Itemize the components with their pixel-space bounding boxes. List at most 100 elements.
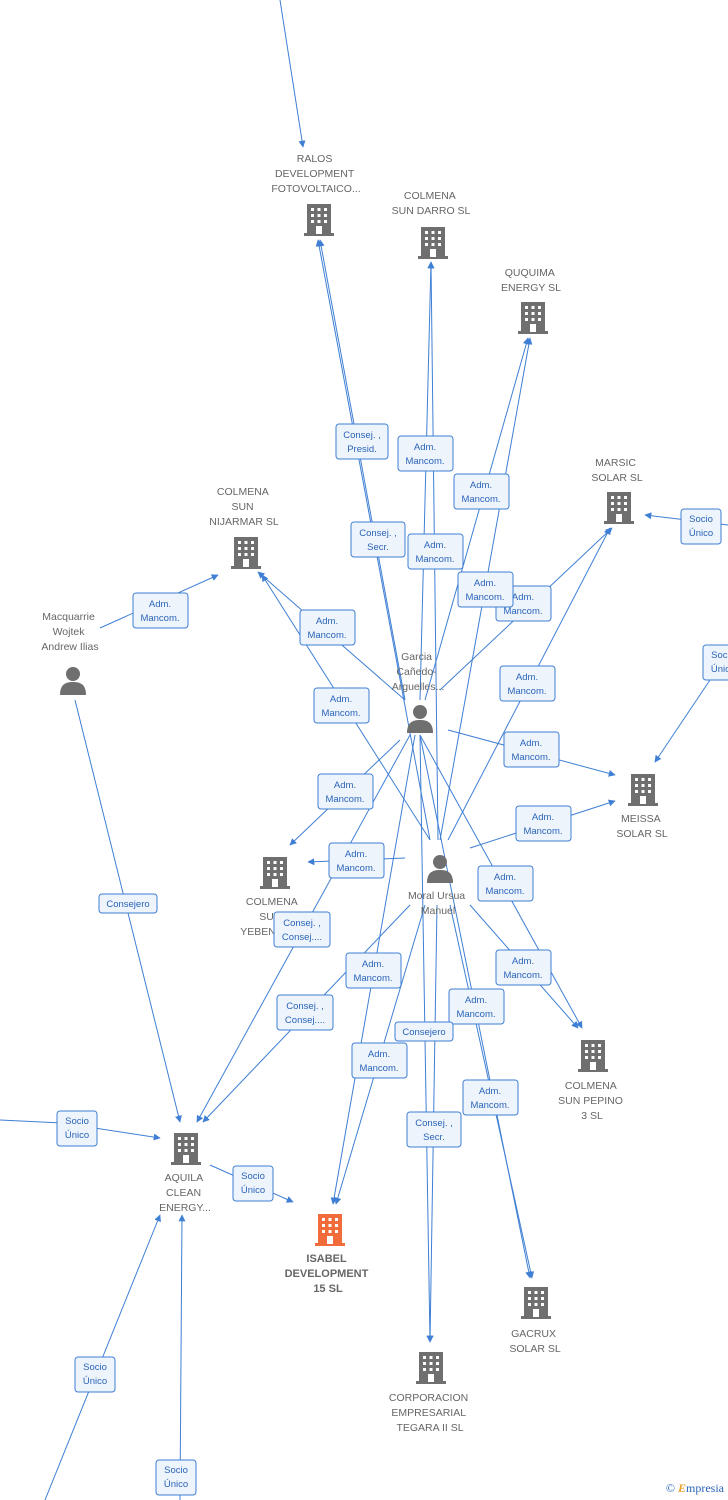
node-label-gacrux[interactable]: GACRUX SOLAR SL: [509, 1328, 561, 1355]
edge-label-adm-mancom[interactable]: Adm.Mancom.: [345, 952, 402, 989]
building-icon[interactable]: [604, 492, 634, 524]
node-label-marsic[interactable]: MARSIC SOLAR SL: [591, 457, 643, 484]
edge-label-consej-secr[interactable]: Consej. ,Secr.: [406, 1111, 462, 1148]
node-label-ququima[interactable]: QUQUIMA ENERGY SL: [501, 267, 561, 294]
svg-text:Adm.Mancom.: Adm.Mancom.: [485, 872, 524, 897]
svg-text:Adm.Mancom.: Adm.Mancom.: [523, 812, 562, 837]
building-icon[interactable]: [521, 1287, 551, 1319]
edge-label-adm-mancom[interactable]: Adm.Mancom.: [299, 609, 356, 646]
node-label-colmena-yeben[interactable]: COLMENA SU YEBEN: [240, 896, 300, 938]
edge-label-adm-mancom[interactable]: Adm.Mancom.: [328, 842, 385, 879]
edge-label-adm-mancom[interactable]: Adm.Mancom.: [495, 949, 552, 986]
edge-label-adm-mancom[interactable]: Adm.Mancom.: [351, 1042, 408, 1079]
edge-label-adm-mancom[interactable]: Adm.Mancom.: [407, 533, 464, 570]
edge-label-adm-mancom[interactable]: Adm.Mancom.: [503, 731, 560, 768]
edge-label-adm-mancom[interactable]: Adm.Mancom.: [477, 865, 534, 902]
brand-logo-initial: E: [677, 1481, 686, 1495]
svg-text:Adm.Mancom.: Adm.Mancom.: [307, 616, 346, 641]
edge-line: [419, 261, 435, 701]
building-icon[interactable]: [304, 204, 334, 236]
building-icon[interactable]: [578, 1040, 608, 1072]
edge-line: [654, 679, 711, 763]
node-label-moral[interactable]: Moral Ursua Manuel: [408, 890, 468, 917]
node-label-corporacion[interactable]: CORPORACION EMPRESARIAL TEGARA II SL: [389, 1392, 471, 1434]
svg-text:Adm.Mancom.: Adm.Mancom.: [353, 959, 392, 984]
person-icon[interactable]: [427, 855, 453, 883]
building-icon[interactable]: [171, 1133, 201, 1165]
edge-line: [424, 337, 530, 701]
person-icon[interactable]: [60, 667, 86, 695]
node-label-colmena-nijarmar[interactable]: COLMENA SUN NIJARMAR SL: [209, 486, 279, 528]
edge-label-consej-secr[interactable]: Consej. ,Secr.: [350, 521, 406, 558]
edge-label-adm-mancom[interactable]: Adm.Mancom.: [448, 988, 505, 1025]
svg-text:Consej. ,Secr.: Consej. ,Secr.: [359, 528, 397, 553]
svg-text:Adm.Mancom.: Adm.Mancom.: [336, 849, 375, 874]
edge-label-adm-mancom[interactable]: Adm.Mancom.: [313, 687, 370, 724]
svg-text:Adm.Mancom.: Adm.Mancom.: [470, 1086, 509, 1111]
edge-label-consejero[interactable]: Consejero: [98, 893, 158, 914]
svg-text:Consej. ,Secr.: Consej. ,Secr.: [415, 1118, 453, 1143]
node-labels: RALOS DEVELOPMENT FOTOVOLTAICO... COLMEN…: [41, 153, 667, 1434]
svg-text:Consejero: Consejero: [402, 1027, 445, 1038]
svg-text:Adm.Mancom.: Adm.Mancom.: [359, 1049, 398, 1074]
building-icon[interactable]: [260, 857, 290, 889]
svg-text:Consej. ,Consej....: Consej. ,Consej....: [282, 918, 322, 943]
node-label-garcia[interactable]: Garcia Cañedo- Arguelles...: [392, 651, 445, 693]
edge-label-adm-mancom[interactable]: Adm.Mancom.: [397, 435, 454, 472]
node-label-ralos[interactable]: RALOS DEVELOPMENT FOTOVOLTAICO...: [271, 153, 360, 195]
edge-line: [178, 1214, 186, 1500]
node-label-meissa[interactable]: MEISSA SOLAR SL: [616, 813, 668, 840]
svg-text:Consej. ,Consej....: Consej. ,Consej....: [285, 1001, 325, 1026]
node-label-macquarrie[interactable]: Macquarrie Wojtek Andrew Ilias: [41, 611, 98, 653]
edge-label-consej-consej[interactable]: Consej. ,Consej....: [276, 994, 334, 1031]
svg-text:Adm.Mancom.: Adm.Mancom.: [415, 540, 454, 565]
building-icon[interactable]: [418, 227, 448, 259]
edge-label-consej-presid[interactable]: Consej. ,Presid.: [335, 423, 389, 460]
edge-label-adm-mancom[interactable]: Adm.Mancom.: [457, 571, 514, 608]
edge-label-adm-mancom[interactable]: Adm.Mancom.: [132, 592, 189, 629]
svg-text:Adm.Mancom.: Adm.Mancom.: [321, 694, 360, 719]
edge-label-adm-mancom[interactable]: Adm.Mancom.: [317, 773, 374, 810]
svg-text:Adm.Mancom.: Adm.Mancom.: [461, 480, 500, 505]
node-label-isabel[interactable]: ISABEL DEVELOPMENT 15 SL: [285, 1253, 372, 1295]
svg-text:Adm.Mancom.: Adm.Mancom.: [511, 738, 550, 763]
brand-logo-text: mpresia: [686, 1481, 724, 1495]
building-icon[interactable]: [416, 1352, 446, 1384]
edge-line: [279, 0, 306, 148]
building-icon[interactable]: [628, 774, 658, 806]
copyright-symbol: ©: [665, 1481, 675, 1495]
person-icon[interactable]: [407, 705, 433, 733]
edge-line: [317, 239, 406, 701]
edge-label-adm-mancom[interactable]: Adm.Mancom.: [499, 665, 556, 702]
node-label-colmena-pepino[interactable]: COLMENA SUN PEPINO 3 SL: [558, 1080, 626, 1122]
edge-label-adm-mancom[interactable]: Adm.Mancom.: [515, 805, 572, 842]
node-label-colmena-darro[interactable]: COLMENA SUN DARRO SL: [392, 190, 471, 217]
svg-text:Adm.Mancom.: Adm.Mancom.: [456, 995, 495, 1020]
svg-text:Adm.Mancom.: Adm.Mancom.: [507, 672, 546, 697]
edge-labels: Consej. ,Presid. Adm.Mancom. Adm.Mancom.…: [56, 423, 728, 1496]
edge-label-consej-consej[interactable]: Consej. ,Consej....: [273, 911, 331, 948]
building-icon[interactable]: [315, 1214, 345, 1246]
brand-watermark: © Empresia: [666, 1481, 724, 1496]
edge-label-adm-mancom[interactable]: Adm.Mancom.: [453, 473, 510, 510]
edge-label-adm-mancom[interactable]: Adm.Mancom.: [462, 1079, 519, 1116]
building-icon[interactable]: [231, 537, 261, 569]
svg-text:Adm.Mancom.: Adm.Mancom.: [140, 599, 179, 624]
node-label-aquila[interactable]: AQUILA CLEAN ENERGY...: [159, 1172, 211, 1214]
svg-text:Adm.Mancom.: Adm.Mancom.: [503, 956, 542, 981]
edge-label-consejero[interactable]: Consejero: [394, 1021, 454, 1042]
svg-text:Adm.Mancom.: Adm.Mancom.: [405, 442, 444, 467]
building-icon[interactable]: [518, 302, 548, 334]
